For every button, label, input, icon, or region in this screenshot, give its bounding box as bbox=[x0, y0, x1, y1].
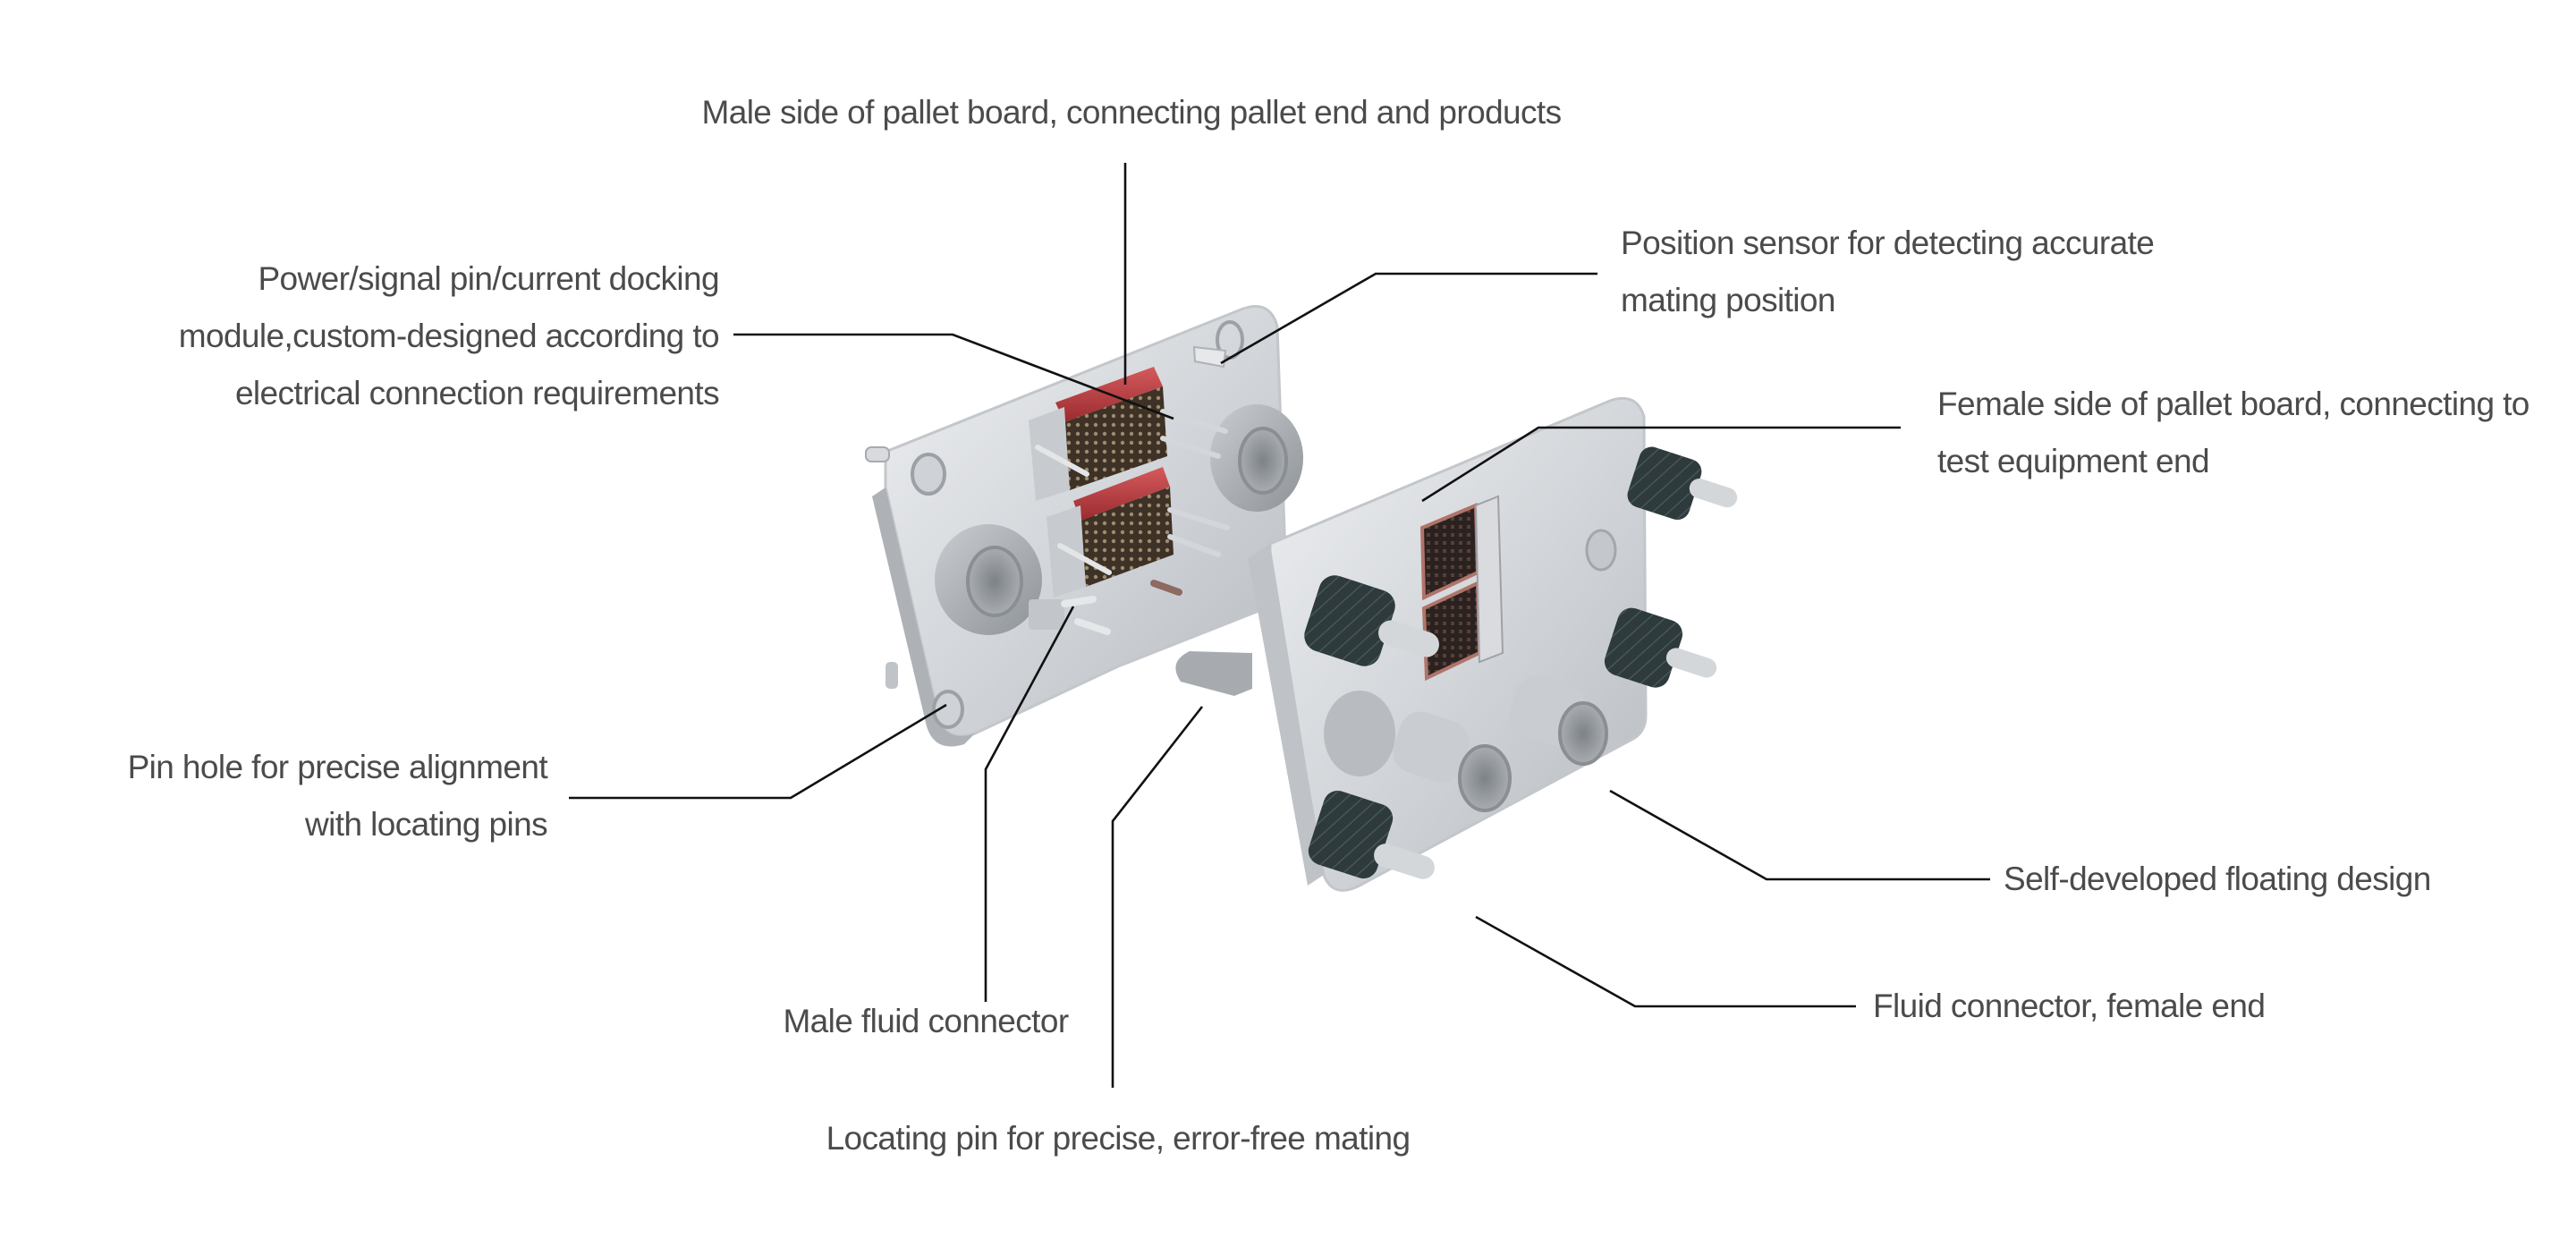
callout-position-sensor: Position sensor for detecting accurate m… bbox=[1621, 215, 2155, 329]
leader-locating-pin bbox=[1111, 706, 1204, 1088]
leader-male-fluid bbox=[984, 606, 1075, 1002]
callout-male-fluid: Male fluid connector bbox=[783, 993, 1069, 1050]
callout-text: Fluid connector, female end bbox=[1873, 988, 2266, 1024]
floating-sleeve bbox=[1509, 675, 1608, 766]
callout-text: Male fluid connector bbox=[783, 1003, 1069, 1039]
knurled-connector bbox=[1308, 790, 1435, 879]
male-fluid-port bbox=[935, 524, 1042, 635]
leader-floating-design bbox=[1609, 789, 1990, 881]
callout-text: Pin hole for precise alignment bbox=[127, 749, 548, 785]
floating-sleeve bbox=[1324, 691, 1512, 812]
knurled-connector bbox=[1604, 607, 1717, 688]
leader-power-signal bbox=[733, 333, 1174, 420]
knurled-connector bbox=[1627, 446, 1738, 521]
knurled-connector bbox=[1304, 575, 1439, 666]
callout-pin-hole: Pin hole for precise alignment with loca… bbox=[127, 739, 548, 853]
callout-text: mating position bbox=[1621, 282, 1835, 318]
leader-lines bbox=[569, 163, 1990, 1088]
callout-text: Self-developed floating design bbox=[2004, 861, 2431, 897]
callout-power-signal: Power/signal pin/current docking module,… bbox=[178, 250, 720, 422]
callout-text: Male side of pallet board, connecting pa… bbox=[701, 94, 1562, 131]
power-signal-module bbox=[1046, 467, 1230, 598]
male-fluid-port bbox=[1210, 404, 1303, 512]
position-sensor-icon bbox=[1192, 345, 1227, 369]
callout-text: test equipment end bbox=[1937, 443, 2210, 479]
callout-floating-design: Self-developed floating design bbox=[2004, 851, 2431, 908]
leader-position-sensor bbox=[1220, 272, 1597, 365]
female-plate bbox=[1175, 396, 1738, 892]
callout-text: electrical connection requirements bbox=[234, 375, 720, 411]
leader-female-side bbox=[1421, 426, 1901, 503]
callout-text: Position sensor for detecting accurate bbox=[1621, 225, 2155, 261]
callout-locating-pin: Locating pin for precise, error-free mat… bbox=[826, 1110, 1411, 1167]
callout-male-side: Male side of pallet board, connecting pa… bbox=[701, 84, 1562, 141]
callout-text: module,custom-designed according to bbox=[178, 318, 720, 354]
male-fluid-connector bbox=[1029, 580, 1182, 635]
callout-text: Female side of pallet board, connecting … bbox=[1937, 386, 2529, 422]
callout-female-side: Female side of pallet board, connecting … bbox=[1937, 376, 2529, 490]
leader-fluid-female bbox=[1475, 915, 1856, 1008]
callout-fluid-female: Fluid connector, female end bbox=[1873, 978, 2266, 1035]
male-plate bbox=[865, 305, 1303, 747]
callout-text: Locating pin for precise, error-free mat… bbox=[826, 1120, 1411, 1157]
locating-pin-icon bbox=[1175, 651, 1252, 696]
corner-bolt-icon bbox=[911, 453, 946, 496]
pin-hole-icon bbox=[932, 690, 964, 729]
callout-text: with locating pins bbox=[305, 806, 548, 843]
leader-pin-hole bbox=[569, 703, 947, 800]
callout-text: Power/signal pin/current docking bbox=[258, 260, 719, 297]
